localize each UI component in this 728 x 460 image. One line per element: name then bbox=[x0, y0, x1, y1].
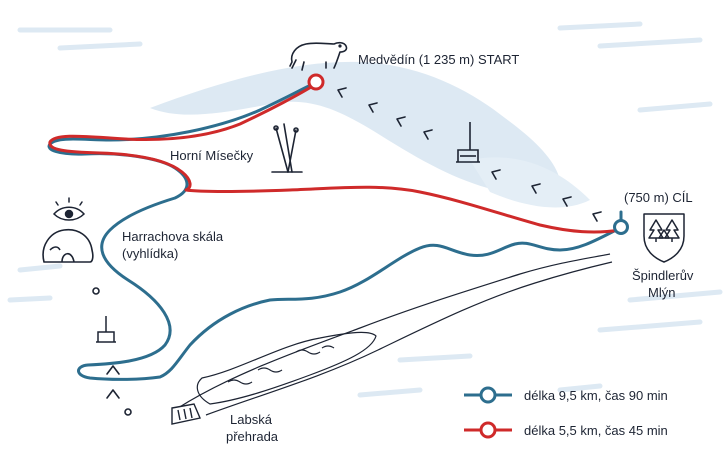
horni-misecky-label: Horní Mísečky bbox=[170, 148, 254, 163]
finish-marker[interactable] bbox=[613, 210, 629, 235]
legend-item-blue: délka 9,5 km, čas 90 min bbox=[464, 386, 668, 404]
harrachova-label-line1: Harrachova skála bbox=[122, 229, 224, 244]
finish-label: (750 m) CÍL bbox=[624, 190, 693, 205]
start-label: Medvědín (1 235 m) START bbox=[358, 52, 519, 67]
labska-label-line1: Labská bbox=[230, 412, 273, 427]
eye-icon bbox=[52, 197, 86, 221]
chairlift-arrows-upper bbox=[337, 87, 602, 222]
legend-item-red: délka 5,5 km, čas 45 min bbox=[464, 421, 668, 439]
legend-text-red: délka 5,5 km, čas 45 min bbox=[524, 423, 668, 438]
spindleruv-label-line1: Špindlerův bbox=[632, 268, 694, 283]
spindleruv-label-line2: Mlýn bbox=[648, 285, 675, 300]
snow-backdrop bbox=[7, 21, 723, 398]
bear-icon bbox=[289, 41, 348, 71]
chairlift-arrows-lower bbox=[92, 287, 132, 416]
reservoir-outline bbox=[196, 331, 377, 405]
skis-icon bbox=[271, 123, 303, 173]
river-valley bbox=[177, 253, 613, 416]
labska-label-line2: přehrada bbox=[226, 429, 279, 444]
dam-icon bbox=[171, 403, 201, 425]
chairlift-icon bbox=[96, 316, 116, 343]
coat-of-arms-icon bbox=[643, 213, 685, 263]
harrachova-label-line2: (vyhlídka) bbox=[122, 246, 178, 261]
route-red[interactable] bbox=[48, 82, 622, 234]
chairlift-icon bbox=[456, 122, 480, 163]
start-marker[interactable] bbox=[307, 73, 325, 91]
legend-text-blue: délka 9,5 km, čas 90 min bbox=[524, 388, 668, 403]
legend: délka 9,5 km, čas 90 min délka 5,5 km, č… bbox=[464, 386, 668, 439]
rock-cave-icon bbox=[42, 228, 94, 263]
